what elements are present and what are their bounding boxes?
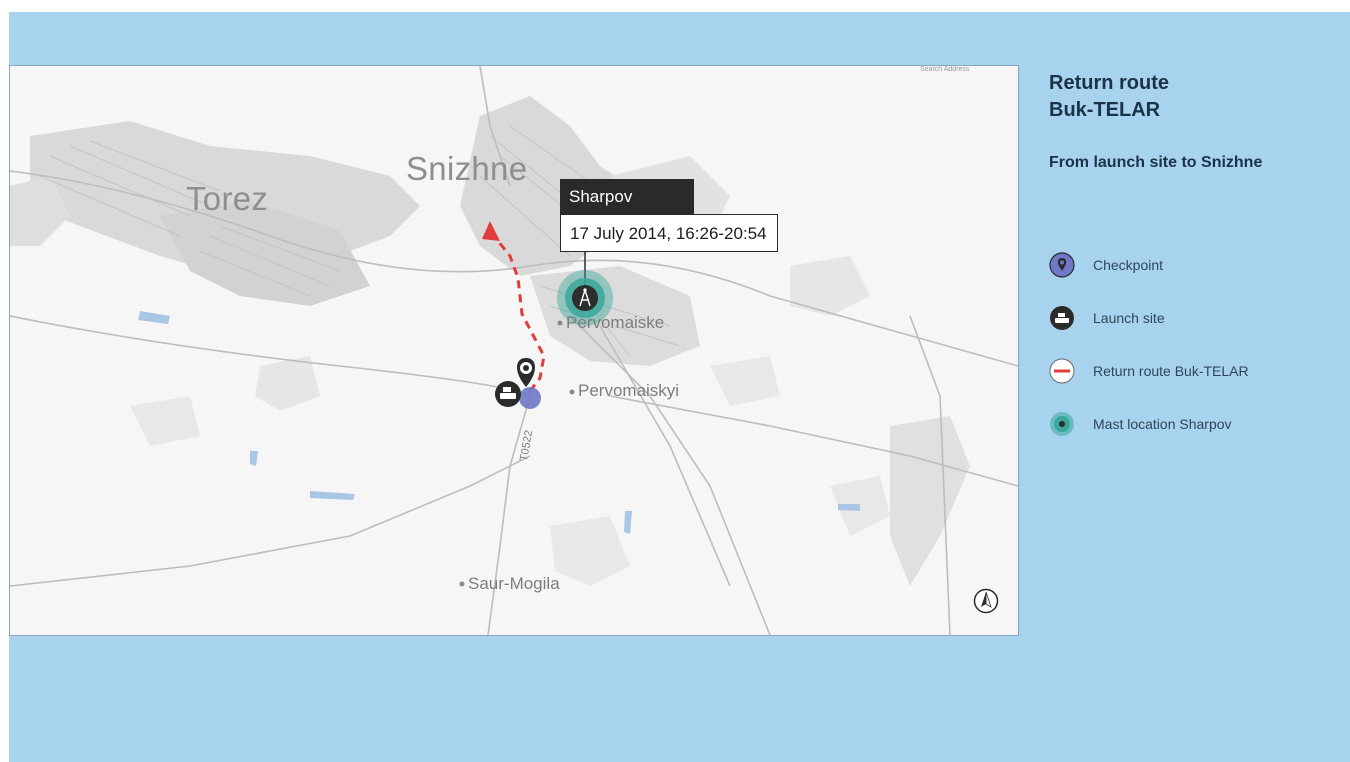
town-label-saur-mogila: Saur-Mogila <box>468 574 560 593</box>
map-view[interactable]: Torez Snizhne Pervomaiske Pervomaiskyi S… <box>9 65 1019 636</box>
mast-icon <box>1050 412 1074 436</box>
legend-item-checkpoint: Checkpoint <box>1049 252 1339 278</box>
legend-label-checkpoint: Checkpoint <box>1093 257 1164 273</box>
main-roads <box>10 66 1018 635</box>
legend-item-launch-site: Launch site <box>1049 305 1339 331</box>
panel-title-line2: Buk-TELAR <box>1049 99 1161 121</box>
search-address-hint[interactable]: Search Address <box>920 66 970 73</box>
launch-site-icon <box>1050 306 1074 330</box>
town-label-torez: Torez <box>186 180 269 217</box>
water-bodies <box>138 311 860 534</box>
north-arrow-icon[interactable] <box>973 588 999 614</box>
checkpoint-marker[interactable] <box>517 358 541 409</box>
panel-title-line1: Return route <box>1049 72 1169 94</box>
town-label-pervomaiskyi: Pervomaiskyi <box>578 381 680 400</box>
town-label-pervomaiske: Pervomaiske <box>566 313 665 332</box>
legend-item-return-route: Return route Buk-TELAR <box>1049 358 1339 384</box>
route-line-icon <box>1049 358 1075 384</box>
panel-subtitle: From launch site to Snizhne <box>1049 154 1263 171</box>
mast-marker[interactable] <box>557 270 613 326</box>
town-dots <box>459 320 575 587</box>
legend-list: Checkpoint Launch site Return route Buk-… <box>1049 252 1339 437</box>
panel-title: Return route Buk-TELAR <box>1049 70 1339 124</box>
page-background: Torez Snizhne Pervomaiske Pervomaiskyi S… <box>9 12 1350 762</box>
launch-site-marker[interactable] <box>495 381 521 407</box>
town-label-snizhne: Snizhne <box>406 150 528 187</box>
legend-label-mast: Mast location Sharpov <box>1093 416 1232 432</box>
legend-label-launch-site: Launch site <box>1093 310 1165 326</box>
checkpoint-icon <box>1049 252 1075 278</box>
legend-label-return-route: Return route Buk-TELAR <box>1093 363 1249 379</box>
legend-item-mast: Mast location Sharpov <box>1049 411 1339 437</box>
bottom-background <box>9 634 1350 762</box>
tooltip-time: 17 July 2014, 16:26-20:54 <box>560 214 778 252</box>
route-arrowhead <box>482 221 500 241</box>
legend-panel: Return route Buk-TELAR From launch site … <box>1049 70 1339 464</box>
return-route-line <box>490 233 546 392</box>
tooltip-title: Sharpov <box>560 179 694 214</box>
